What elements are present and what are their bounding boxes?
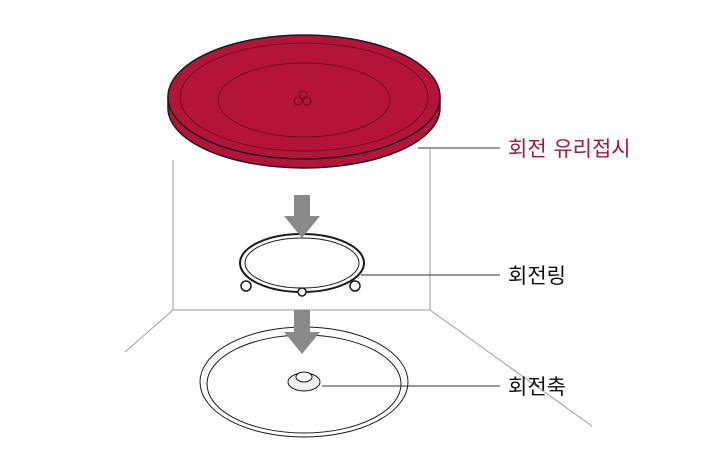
roller-ring-label: 회전링 — [508, 264, 566, 288]
cavity-right-floor-line — [429, 309, 593, 427]
glass-tray-center-mark — [293, 90, 312, 106]
glass-tray-label: 회전 유리접시 — [508, 137, 631, 161]
leader-lines — [322, 147, 500, 387]
glass-tray — [167, 34, 441, 169]
coupler-label: 회전축 — [508, 375, 566, 399]
coupler-base — [199, 326, 409, 438]
cavity-left-floor-line — [124, 309, 174, 353]
center-mark-dot — [302, 96, 312, 106]
ring-wheel-left — [240, 280, 252, 292]
glass-tray-groove-inner — [217, 62, 391, 138]
glass-tray-groove-outer — [179, 42, 429, 152]
coupler-shaft — [295, 371, 313, 383]
ring-wheel-front — [297, 287, 307, 297]
roller-ring — [239, 233, 365, 297]
center-mark-dot — [298, 90, 308, 100]
ring-wheel-right — [349, 280, 361, 292]
glass-tray-top — [167, 34, 441, 160]
center-mark-dot — [293, 96, 303, 106]
ring-inner — [244, 237, 360, 289]
ring-outer — [239, 233, 365, 293]
assembly-arrows — [284, 195, 320, 354]
arrow-down-icon — [284, 195, 320, 238]
arrow-down-icon — [284, 310, 320, 354]
